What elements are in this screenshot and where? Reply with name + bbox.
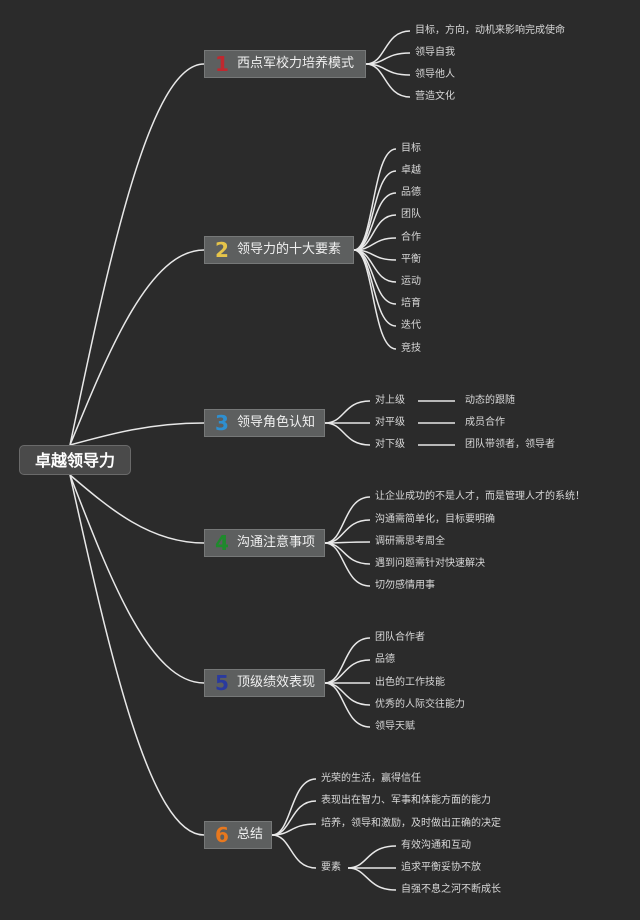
sub-leaf-item[interactable]: 有效沟通和互动 [401,840,471,851]
leaf-item[interactable]: 竞技 [401,343,421,354]
leaf-item[interactable]: 领导天赋 [375,721,415,732]
branch-label: 领导角色认知 [237,415,316,430]
root-branch-link [69,474,205,684]
leaf-item[interactable]: 平衡 [401,254,421,265]
leaf-item[interactable]: 合作 [401,232,421,243]
leaf-item[interactable]: 表现出在智力、军事和体能方面的能力 [321,795,491,806]
leaf-item[interactable]: 对下级 [375,439,405,450]
leaf-item[interactable]: 品德 [401,187,421,198]
branch-leaf-link [324,542,371,587]
branch-number: 3 [215,411,229,435]
branch-leaf-link [353,249,397,327]
root-branch-link [69,249,205,446]
branch-leaf-link [365,30,411,65]
branch-label: 顶级绩效表现 [237,675,316,690]
leaf-item[interactable]: 对上级 [375,395,405,406]
branch-leaf-link [324,422,371,446]
leaf-item[interactable]: 迭代 [401,320,421,331]
branch-number: 6 [215,823,229,847]
branch-leaf-link [271,778,317,836]
branch-label: 领导力的十大要素 [237,242,342,257]
branch-leaf-link [324,400,371,424]
leaf-item[interactable]: 调研需思考周全 [375,536,445,547]
leaf-item[interactable]: 品德 [375,654,395,665]
leaf-item[interactable]: 沟通需简单化，目标要明确 [375,514,495,525]
leaf-item[interactable]: 团队 [401,209,421,220]
branch-number: 4 [215,531,229,555]
sub-leaf-link [347,845,397,869]
branch-node-5[interactable]: 5 顶级绩效表现 [204,669,325,697]
leaf-item[interactable]: 运动 [401,276,421,287]
branch-leaf-link [271,823,317,836]
root-branch-link [69,474,205,836]
root-branch-link [69,422,205,446]
branch-leaf-link [353,192,397,251]
leaf-item[interactable]: 营造文化 [415,91,455,102]
branch-number: 1 [215,52,229,76]
root-branch-link [69,474,205,544]
branch-leaf-link [353,170,397,251]
branch-node-3[interactable]: 3 领导角色认知 [204,409,325,437]
leaf-item[interactable]: 团队合作者 [375,632,425,643]
branch-leaf-link [324,682,371,706]
root-branch-link [69,63,205,446]
leaf-item[interactable]: 光荣的生活，赢得信任 [321,773,421,784]
branch-leaf-link [324,519,371,544]
branch-leaf-link [271,834,317,869]
leaf-item[interactable]: 让企业成功的不是人才，而是管理人才的系统！ [375,491,585,502]
branch-label: 沟通注意事项 [237,535,316,550]
branch-node-1[interactable]: 1 西点军校力培养模式 [204,50,366,78]
leaf-item[interactable]: 领导他人 [415,69,455,80]
branch-label: 总结 [237,827,264,842]
leaf-item[interactable]: 出色的工作技能 [375,677,445,688]
leaf-item[interactable]: 领导自我 [415,47,455,58]
sub-leaf-link [347,867,397,891]
branch-label: 西点军校力培养模式 [237,56,355,71]
sub-leaf-item[interactable]: 追求平衡妥协不放 [401,862,481,873]
root-node[interactable]: 卓越领导力 [19,445,131,475]
detail-item[interactable]: 成员合作 [465,417,505,428]
sub-leaf-item[interactable]: 自强不息之河不断成长 [401,884,501,895]
detail-item[interactable]: 团队带领者，领导者 [465,439,555,450]
branch-leaf-link [365,63,411,98]
leaf-item[interactable]: 优秀的人际交往能力 [375,699,465,710]
leaf-item[interactable]: 目标，方向，动机来影响完成使命 [415,25,565,36]
leaf-item[interactable]: 目标 [401,143,421,154]
leaf-item[interactable]: 对平级 [375,417,405,428]
branch-number: 5 [215,671,229,695]
leaf-item[interactable]: 要素 [321,862,341,873]
branch-node-2[interactable]: 2 领导力的十大要素 [204,236,354,264]
leaf-item[interactable]: 遇到问题需针对快速解决 [375,558,485,569]
branch-number: 2 [215,238,229,262]
leaf-item[interactable]: 卓越 [401,165,421,176]
branch-node-6[interactable]: 6 总结 [204,821,272,849]
branch-leaf-link [324,659,371,684]
branch-leaf-link [353,148,397,251]
branch-leaf-link [271,800,317,836]
leaf-item[interactable]: 培养，领导和激励，及时做出正确的决定 [321,818,501,829]
branch-leaf-link [324,682,371,728]
branch-leaf-link [353,249,397,350]
leaf-item[interactable]: 切勿感情用事 [375,580,435,591]
detail-item[interactable]: 动态的跟随 [465,395,515,406]
branch-leaf-link [324,542,371,565]
leaf-item[interactable]: 培育 [401,298,421,309]
branch-node-4[interactable]: 4 沟通注意事项 [204,529,325,557]
